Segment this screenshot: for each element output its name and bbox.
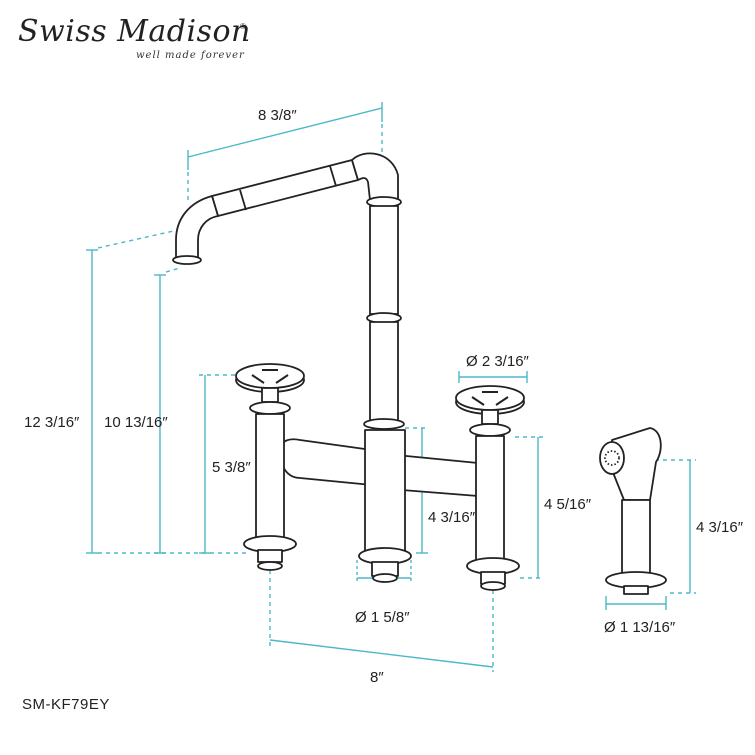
dim-center-body-height: 4 3/16″ [428,509,476,526]
faucet-outline [172,152,667,595]
registered-mark: ® [240,22,246,31]
brand-tagline: well made forever [136,50,245,61]
dim-spout-reach: 8 3/8″ [258,107,297,124]
model-number: SM-KF79EY [22,696,110,713]
dim-overall-height: 12 3/16″ [24,414,80,431]
dim-spout-height: 10 13/16″ [104,414,168,431]
dim-handle-diameter: Ø 2 3/16″ [466,353,529,370]
brand-name: Swiss Madison [18,14,251,49]
dimension-lines [86,102,696,672]
dim-right-handle-height: 4 5/16″ [544,496,592,513]
dim-sprayer-base-diameter: Ø 1 13/16″ [604,619,676,636]
brand-logo: Swiss Madison ® well made forever [18,14,258,74]
dim-center-spread: 8″ [370,669,384,686]
dim-sprayer-height: 4 3/16″ [696,519,744,536]
dim-handle-height: 5 3/8″ [212,459,251,476]
dim-base-diameter: Ø 1 5/8″ [355,609,410,626]
